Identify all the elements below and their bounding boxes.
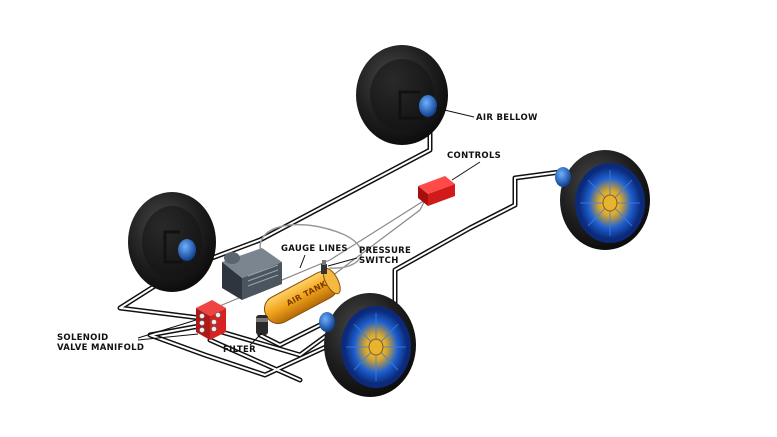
pressure-switch-label-line1: PRESSURE [359,246,412,256]
rear-right-air-bellow [319,312,335,332]
controls-box [418,176,455,206]
air-compressor [222,248,282,300]
air-bellow-label: AIR BELLOW [476,113,538,123]
controls-label: CONTROLS [447,151,502,161]
filter [256,315,268,335]
front-left-wheel [356,45,448,145]
pressure-switch-label: PRESSURE SWITCH [359,246,411,266]
pressure-switch-label-line2: SWITCH [359,256,399,266]
pressure-switch [321,260,327,274]
gauge-lines-label: GAUGE LINES [281,244,348,254]
front-right-wheel [555,150,650,250]
filter-label: FILTER [223,345,256,355]
solenoid-label-line2: VALVE MANIFOLD [57,343,145,353]
front-right-air-bellow [555,167,571,187]
air-bellow [419,95,437,117]
rear-right-wheel [319,293,416,397]
solenoid-valve-manifold-label: SOLENOID VALVE MANIFOLD [57,333,144,353]
rear-left-wheel [128,192,216,292]
solenoid-label-line1: SOLENOID [57,333,109,343]
leader-lines [137,107,481,346]
solenoid-valve-manifold [196,300,226,340]
rear-left-air-bellow [178,239,196,261]
